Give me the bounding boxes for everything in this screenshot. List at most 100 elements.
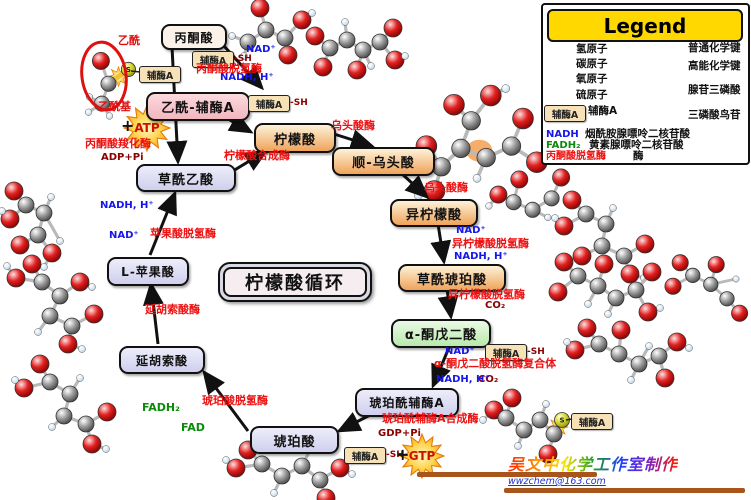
legend-title: Legend	[547, 9, 743, 42]
o-atom-icon	[655, 368, 675, 388]
node-succinate: 琥珀酸	[250, 426, 339, 454]
h-atom-icon	[732, 275, 740, 283]
o-atom-icon	[594, 254, 614, 274]
reaction-arrow	[398, 170, 430, 200]
legend-label-nadh: 烟酰胺腺嘌呤二核苷酸	[585, 128, 690, 140]
c-atom-icon	[590, 335, 608, 353]
o-atom-icon	[510, 170, 529, 189]
o-atom-icon	[292, 10, 312, 30]
enzyme-pyruvate-carboxylase: 丙酮酸羧化酶	[85, 137, 151, 150]
o-atom-icon	[250, 0, 270, 18]
h-atom-icon	[627, 376, 635, 384]
legend-label-enzyme-example: 酶	[633, 150, 644, 162]
o-atom-icon	[226, 458, 246, 478]
o-atom-icon	[554, 216, 574, 236]
legend-item-gtp: 三磷酸鸟苷	[688, 109, 741, 121]
reaction-arrow	[431, 344, 452, 389]
node-cis-aconitate: 顺-乌头酸	[332, 147, 435, 176]
node-l-malate: L-苹果酸	[107, 257, 189, 286]
c-atom-icon	[597, 215, 615, 233]
coa-sh-suffix: -SH	[290, 98, 308, 108]
legend-panel: Legend	[541, 3, 750, 165]
c-atom-icon	[33, 273, 51, 291]
molecule-acetyl-group: S	[85, 51, 136, 120]
coenzyme-a-box: 辅酶A	[192, 51, 234, 68]
o-atom-icon	[572, 246, 592, 266]
o-atom-icon	[611, 320, 631, 340]
coenzyme-a-box: 辅酶A	[485, 344, 527, 361]
molecule-isocitrate-fragment	[485, 168, 571, 221]
o-atom-icon	[82, 434, 102, 454]
c-atom-icon	[615, 247, 633, 265]
legend-abbr-fadh2: FADH₂	[546, 140, 581, 151]
h-atom-icon	[367, 62, 375, 70]
c-atom-icon	[545, 425, 563, 443]
h-atom-icon	[645, 342, 653, 350]
o-atom-icon	[4, 181, 24, 201]
node-citrate: 柠檬酸	[254, 123, 336, 153]
h-atom-icon	[308, 9, 316, 17]
c-atom-icon	[501, 136, 522, 156]
o-atom-icon	[538, 444, 558, 464]
h-atom-icon	[514, 442, 522, 450]
o-atom-icon	[305, 26, 325, 46]
connector-line	[130, 70, 141, 73]
enzyme-citrate-synthase: 柠檬酸合成酶	[224, 149, 290, 162]
molecule-oxaloacetate	[0, 181, 64, 271]
h-atom-icon	[479, 416, 487, 424]
reaction-arrow	[227, 112, 254, 134]
enzyme-succinyl-coa-synthetase: 琥珀酰辅酶A合成酶	[382, 412, 479, 425]
o-atom-icon	[552, 168, 571, 187]
enzyme-fumarase: 延胡索酸酶	[145, 303, 200, 316]
c-atom-icon	[17, 196, 35, 214]
h-atom-icon	[47, 193, 55, 201]
o-atom-icon	[313, 57, 333, 77]
coenzyme-a-box: 辅酶A	[544, 105, 586, 122]
c-atom-icon	[497, 409, 515, 427]
reaction-arrow	[148, 190, 177, 256]
o-atom-icon	[70, 272, 90, 292]
c-atom-icon	[703, 276, 719, 292]
c-atom-icon	[41, 307, 59, 325]
c-atom-icon	[311, 471, 329, 489]
c-atom-icon	[239, 33, 257, 51]
h-atom-icon	[563, 338, 571, 346]
o-atom-icon	[383, 18, 403, 38]
fadh2-label: FADH₂	[142, 401, 180, 414]
node-alpha-ketoglutarate: α-酮戊二酸	[391, 319, 491, 348]
o-atom-icon	[385, 50, 405, 70]
legend-item-coenzyme-a: 辅酶A	[588, 105, 618, 117]
h-atom-icon	[401, 52, 409, 60]
h-atom-icon	[34, 328, 42, 336]
c-atom-icon	[515, 421, 533, 439]
coenzyme-a-box: 辅酶A	[248, 95, 290, 112]
c-atom-icon	[650, 347, 668, 365]
h-atom-icon	[48, 423, 56, 431]
node-oxalosuccinate: 草酰琥珀酸	[398, 264, 506, 292]
legend-item-high-energy-bond: 高能化学键	[688, 60, 741, 72]
h-atom-icon	[270, 489, 278, 497]
c-atom-icon	[253, 455, 271, 473]
h-atom-icon	[685, 344, 693, 352]
fad-label: FAD	[181, 421, 205, 434]
co2-label-2: CO₂	[478, 374, 499, 385]
o-atom-icon	[10, 235, 30, 255]
h-atom-icon	[102, 445, 110, 453]
sulfur-letter: S	[559, 417, 564, 425]
c-atom-icon	[51, 287, 69, 305]
molecule-citrate	[305, 18, 409, 80]
enzyme-aconitase-1: 乌头酸酶	[331, 119, 375, 132]
o-atom-icon	[707, 256, 725, 274]
legend-item-atp: 腺苷三磷酸	[688, 84, 741, 96]
h-atom-icon	[228, 32, 236, 40]
h-atom-icon	[604, 310, 612, 318]
c-atom-icon	[35, 204, 53, 222]
c-atom-icon	[61, 385, 79, 403]
enzyme-succinate-dehydrogenase: 琥珀酸脱氢酶	[202, 394, 268, 407]
molecule-isocitrate	[551, 190, 655, 284]
c-atom-icon	[276, 29, 294, 47]
molecule-oxalosuccinate-fragment	[664, 254, 749, 322]
o-atom-icon	[671, 254, 689, 272]
o-atom-icon	[642, 262, 662, 282]
